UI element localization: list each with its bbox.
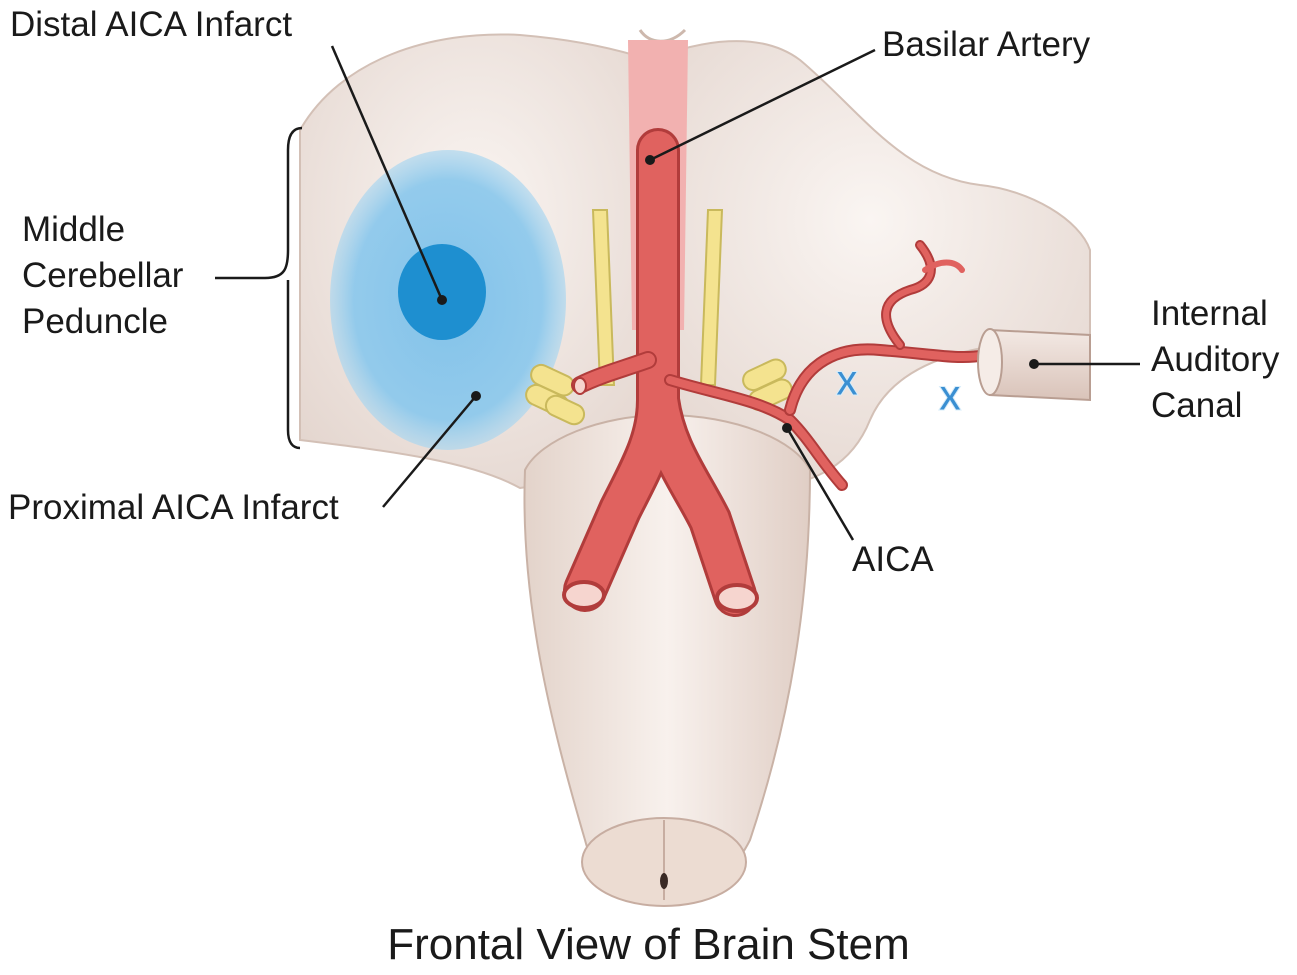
figure-caption: Frontal View of Brain Stem (0, 920, 1297, 970)
midline-groove (640, 30, 685, 41)
canal-label-line1: Internal (1151, 291, 1268, 337)
peduncle-label-line1: Middle (22, 207, 125, 253)
distal-infarct-zone (398, 244, 486, 340)
peduncle-label-line3: Peduncle (22, 299, 168, 345)
left-artery-end (564, 582, 604, 608)
occlusion-marker-proximal: X (836, 365, 859, 403)
basilar-artery-label: Basilar Artery (882, 22, 1090, 68)
central-canal (660, 873, 668, 889)
canal-opening (978, 329, 1002, 395)
canal-label-line3: Canal (1151, 383, 1242, 429)
right-artery-end (717, 585, 757, 611)
left-aica-end (574, 378, 586, 394)
occlusion-marker-distal: X (939, 380, 962, 418)
distal-aica-infarct-label: Distal AICA Infarct (10, 2, 292, 48)
canal-label-line2: Auditory (1151, 337, 1279, 383)
proximal-aica-infarct-label: Proximal AICA Infarct (8, 485, 339, 531)
peduncle-label-line2: Cerebellar (22, 253, 183, 299)
aica-label: AICA (852, 537, 934, 583)
